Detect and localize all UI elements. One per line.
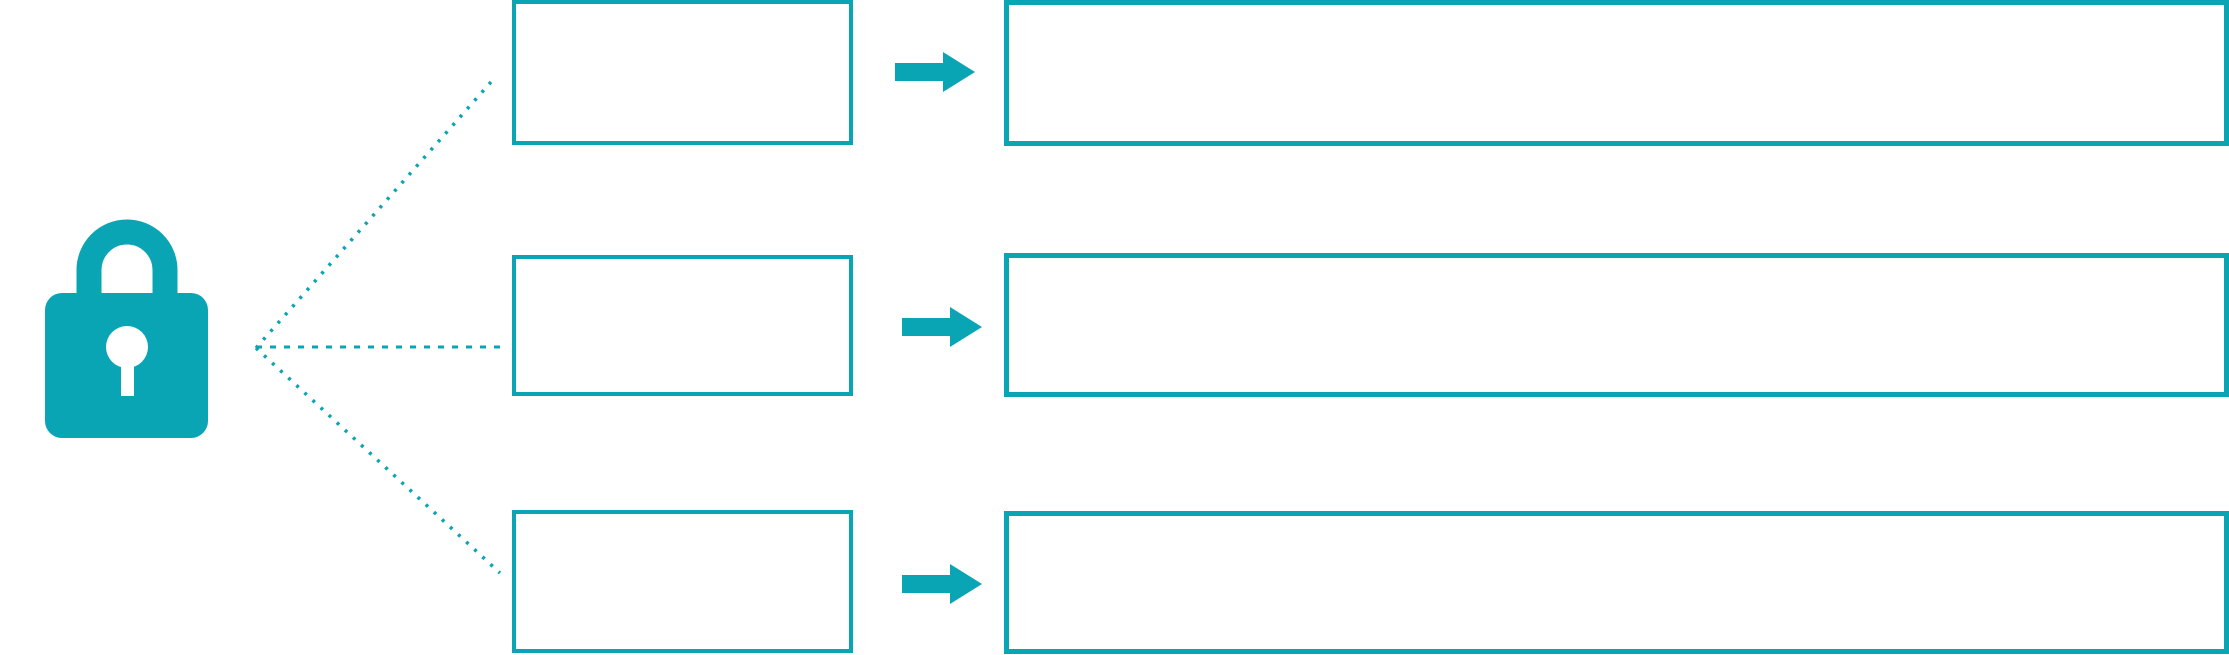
detail-box-1 <box>1004 0 2229 146</box>
term-box-3 <box>512 510 853 653</box>
connector-line-top <box>254 80 493 350</box>
arrow-right-shape <box>902 564 982 604</box>
term-box-1 <box>512 0 853 145</box>
lock-shackle <box>76 219 178 318</box>
detail-box-2 <box>1004 253 2229 397</box>
keyhole-stem <box>121 347 134 396</box>
arrow-right-shape <box>902 307 982 347</box>
arrow-right-icon <box>895 52 975 92</box>
arrow-right-icon <box>902 307 982 347</box>
arrow-right-icon <box>902 564 982 604</box>
arrow-right-shape <box>895 52 975 92</box>
term-box-2 <box>512 255 853 396</box>
lock-icon <box>45 219 208 438</box>
connector-line-bottom <box>254 346 502 575</box>
detail-box-3 <box>1004 511 2229 654</box>
